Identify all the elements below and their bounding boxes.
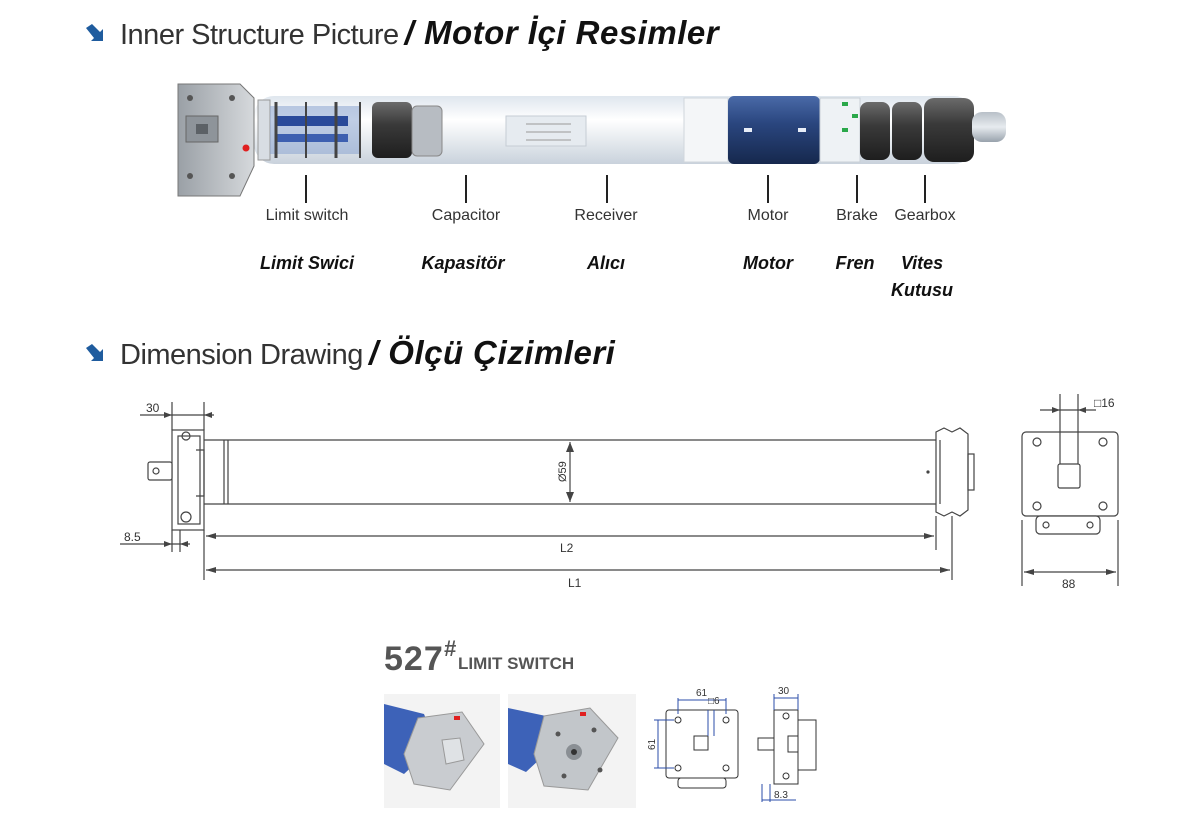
- dim-offset: 8.5: [124, 530, 141, 544]
- pointer-brake: [856, 175, 858, 203]
- pointer-receiver: [606, 175, 608, 203]
- section-heading-dimension-drawing: Dimension Drawing / Ölçü Çizimleri: [84, 334, 615, 372]
- ls-dim-offset: 8.3: [774, 790, 788, 801]
- limit-switch-photo-1: [384, 694, 500, 808]
- label-capacitor-tr: Kapasitör: [421, 253, 505, 273]
- label-motor-en: Motor: [747, 207, 789, 224]
- label-receiver-tr: Alıcı: [586, 253, 626, 273]
- section-title-en: Inner Structure Picture: [120, 19, 399, 51]
- dim-end-width: 88: [1062, 577, 1076, 590]
- ls-dim-w: 61: [696, 688, 708, 699]
- label-capacitor-en: Capacitor: [431, 207, 501, 224]
- limit-switch-drawing: 61 □6 61 30 8.3: [647, 686, 817, 802]
- pointer-limit-switch: [305, 175, 307, 203]
- label-gearbox-tr: Vites Kutusu: [891, 253, 953, 300]
- dim-diameter: Ø59: [557, 461, 569, 482]
- dim-head-width: 30: [146, 401, 160, 415]
- model-number: 527: [384, 640, 444, 678]
- section-title-tr: / Motor İçi Resimler: [404, 14, 720, 51]
- pointer-gearbox: [924, 175, 926, 203]
- ls-dim-shaft: □6: [708, 696, 720, 707]
- label-limit-switch-en: Limit switch: [265, 207, 349, 224]
- section-heading-inner-structure: Inner Structure Picture / Motor İçi Resi…: [84, 14, 719, 52]
- dim-shaft: □16: [1094, 396, 1115, 410]
- label-brake-tr: Fren: [835, 253, 875, 273]
- arrow-down-right-icon: [86, 24, 103, 41]
- arrow-down-right-icon: [86, 344, 103, 361]
- label-gearbox-en: Gearbox: [894, 207, 956, 224]
- dim-l2: L2: [560, 541, 574, 555]
- pointer-capacitor: [465, 175, 467, 203]
- ls-dim-depth: 30: [778, 686, 790, 697]
- dim-l1: L1: [568, 576, 582, 590]
- limit-switch-model-title: 527 # LIMIT SWITCH: [384, 636, 575, 679]
- label-motor-tr: Motor: [743, 253, 793, 273]
- label-brake-en: Brake: [836, 207, 878, 224]
- section-title-en: Dimension Drawing: [120, 339, 363, 371]
- model-hash: #: [443, 636, 456, 661]
- limit-switch-photo-2: [508, 694, 636, 808]
- motor-inner-structure-image: [177, 83, 1006, 197]
- ls-dim-h: 61: [647, 738, 658, 750]
- label-receiver-en: Receiver: [574, 207, 638, 224]
- pointer-motor: [767, 175, 769, 203]
- model-label: LIMIT SWITCH: [457, 654, 575, 673]
- section-title-tr: / Ölçü Çizimleri: [368, 334, 616, 371]
- label-limit-switch-tr: Limit Swici: [259, 253, 355, 273]
- dimension-drawing: 30 8.5 Ø59 L2 L1 □16 88: [120, 394, 1119, 590]
